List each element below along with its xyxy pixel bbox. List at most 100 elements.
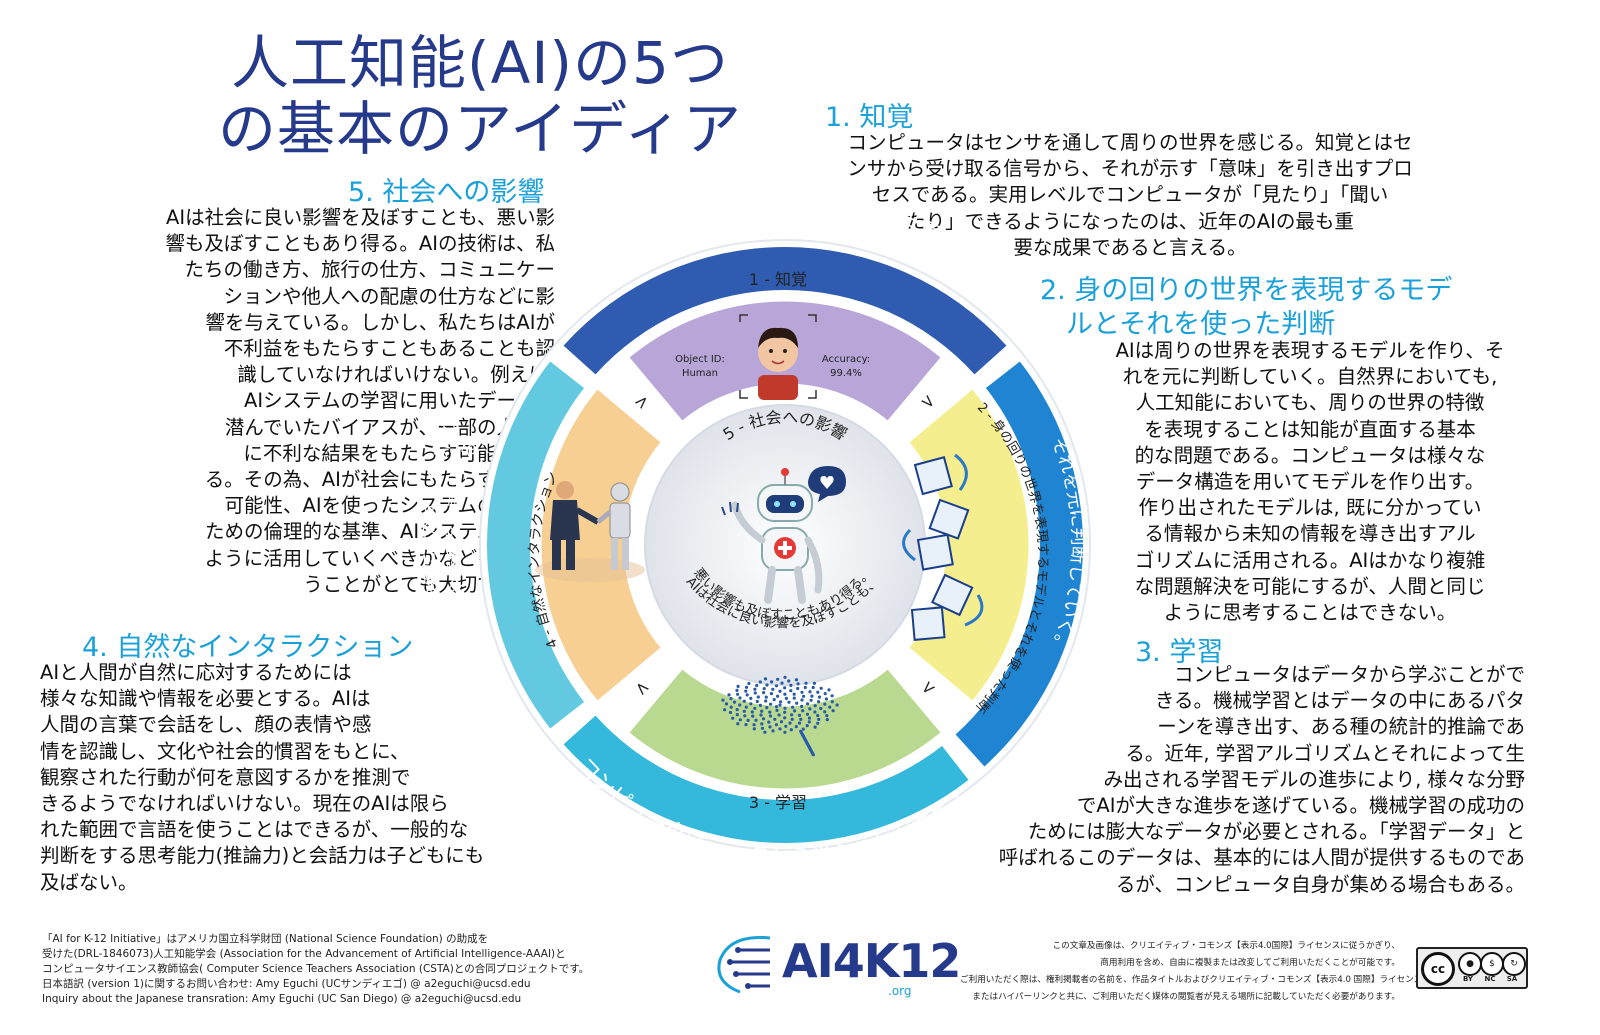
section-2-line: を表現することは知能が直面する基本 (1144, 417, 1476, 441)
inner-label-perception: 1 - 知覚 (749, 270, 807, 289)
section-1-heading: 1. 知覚 (825, 102, 914, 133)
section-4-line: 情を認識し、文化や社会的慣習をもとに、 (40, 739, 410, 763)
section-3-heading: 3. 学習 (1135, 637, 1224, 668)
accuracy-label: Accuracy: (822, 354, 870, 365)
footnote-line: 受けた(DRL-1846073)人工知能学会 (Association for … (42, 948, 566, 960)
section-5-line: AIシステムの学習に用いたデータに (243, 389, 555, 413)
license-line: またはハイパーリンクと共に、ご利用いただく媒体の閲覧者が見える場所に記載していた… (972, 992, 1400, 1002)
section-4-text: AIと人間が自然に応対するためには様々な知識や情報を必要とする。AIは人間の言葉… (40, 660, 600, 896)
section-1-line: たり」できるようになったのは、近年のAIの最も重 (906, 209, 1354, 233)
section-2-text: AIは周りの世界を表現するモデルを作り、それを元に判断していく。自然界においても… (1085, 338, 1535, 626)
section-1-line: セスである。実用レベルでコンピュータが「見たり」「聞い (871, 183, 1389, 207)
section-2-line: 的な問題である。コンピュータは様々な (1134, 443, 1486, 467)
section-3-line: コンピュータはデータから学ぶことがで (1173, 663, 1525, 686)
section-5-line: たちの働き方、旅行の仕方、コミュニケー (184, 258, 555, 282)
outer-segment-learning (563, 715, 969, 843)
object-id-label: Object ID: (675, 354, 725, 365)
cc-icon: cc (1421, 952, 1455, 986)
outer-segment-interaction (487, 361, 585, 729)
section-1-text: コンピュータはセンサを通して周りの世界を感じる。知覚とはセンサから受け取る信号か… (810, 130, 1450, 261)
handshake-illustration (535, 481, 645, 582)
robot-head-icon (610, 482, 630, 502)
section-4-line: AIと人間が自然に応対するためには (40, 661, 352, 684)
credits-footnote: 「AI for K-12 Initiative」はアメリカ国立科学財団 (Nat… (42, 932, 602, 1007)
curved-arrow-icon (902, 528, 916, 562)
section-4-line: 観察された行動が何を意図するかを推測で (40, 765, 411, 789)
robot-illustration (721, 466, 846, 604)
section-5-line: 響を与えている。しかし、私たちはAIが (205, 310, 555, 334)
curved-arrow-icon (954, 453, 968, 491)
section-5-line: る。その為、AIが社会にもたらす影響の (204, 468, 555, 492)
outer-segment-perception (563, 247, 1007, 375)
section-3-line: る。近年, 学習アルゴリズムとそれによって生 (1125, 741, 1525, 765)
section-4-line: きるようでなければいけない。現在のAIは限ら (40, 792, 449, 816)
section-5-line: 不利益をもたらすこともあることも認 (223, 337, 555, 361)
sa-icon: ↻ (1502, 952, 1526, 976)
section-1-line: ンサから受け取る信号から、それが示す「意味」を引き出すプロ (847, 157, 1413, 181)
by-icon: ● (1458, 952, 1482, 976)
section-2-heading-line-2: ルとそれを使った判断 (1066, 309, 1336, 340)
human-body-icon (550, 500, 580, 540)
section-2-line: 作り出されたモデルは, 既に分かってい (1138, 496, 1482, 520)
section-5-line: に不利な結果をもたらす可能性があ (243, 441, 555, 465)
section-5-heading: 5. 社会への影響 (348, 177, 545, 208)
cc-license-badge[interactable]: cc ● $ ↻ BY NC SA (1416, 947, 1528, 989)
logo-name: AI4K12 (782, 934, 961, 988)
section-4-line: れた範囲で言語を使うことはできるが、一般的な (40, 818, 469, 842)
section-3-line: み出される学習モデルの進歩により, 様々な分野 (1103, 767, 1525, 791)
section-2-line: ゴリズムに活用される。AIはかなり複雑 (1134, 548, 1486, 572)
page-title: 人工知能(AI)の5つ の基本のアイディア (180, 30, 780, 162)
section-3-line: るが、コンピュータ自身が集める場合もある。 (1115, 872, 1525, 896)
brain-dots-illustration (721, 675, 839, 757)
person-shirt-icon (758, 375, 798, 400)
section-3-text: コンピュータはデータから学ぶことができる。機械学習とはデータの中にあるパターンを… (940, 662, 1525, 898)
section-5-line: 響も及ぼすこともあり得る。AIの技術は、私 (165, 232, 555, 256)
quadrant-interaction (538, 385, 665, 705)
ai4k12-logo: AI4K12 .org (700, 930, 961, 1000)
section-4-line: 及ばない。 (40, 870, 138, 894)
section-5-line: 可能性、AIを使ったシステムの開発の (224, 494, 555, 518)
section-3-line: きる。機械学習とはデータの中にあるパタ (1154, 689, 1525, 713)
section-2-line: な問題解決を可能にするが、人間と同じ (1134, 574, 1486, 598)
chevron-arrow-icon: > (914, 674, 943, 703)
title-line-1: 人工知能(AI)の5つ (231, 29, 729, 97)
title-line-2: の基本のアイディア (217, 95, 743, 163)
heart-icon (820, 476, 834, 489)
nc-icon: $ (1480, 952, 1504, 976)
section-3-line: 呼ばれるこのデータは、基本的には人間が提供するものであ (998, 846, 1525, 870)
detection-frame-icon (739, 314, 817, 399)
section-2-line: ように思考することはできない。 (1163, 601, 1457, 625)
person-hair-icon (758, 327, 798, 348)
section-5-line: 潜んでいたバイアスが、一部の人たち (224, 415, 555, 439)
sa-label: SA (1506, 975, 1518, 983)
section-4-line: 判断をする思考能力(推論力)と会話力は子どもにも (40, 844, 485, 868)
section-2-line: れを元に判断していく。自然界においても, (1122, 365, 1498, 389)
cubes-model-illustration (902, 453, 984, 641)
license-line: この文章及画像は、クリエイティブ・コモンズ【表示4.0国際】ライセンスに従うかぎ… (1052, 941, 1400, 951)
section-5-text: AIは社会に良い影響を及ぼすことも、悪い影響も及ぼすこともあり得る。AIの技術は… (30, 205, 555, 598)
inner-label-learning: 3 - 学習 (749, 793, 807, 812)
section-2-line: 人工知能においても、周りの世界の特徴 (1135, 391, 1485, 415)
section-1-line: コンピュータはセンサを通して周りの世界を感じる。知覚とはセ (847, 131, 1413, 154)
section-1-line: 要な成果であると言える。 (1013, 235, 1247, 259)
human-head-icon (556, 481, 574, 499)
license-line: ご利用いただく際は、権利掲載者の名前を、作品タイトルおよびクリエイティブ・コモン… (960, 975, 1474, 985)
face-detection-illustration: Object ID: Human Accuracy: 99.4% (675, 314, 870, 400)
section-3-line: ーンを導き出す、ある種の統計的推論であ (1157, 715, 1525, 739)
section-3-line: ためには膨大なデータが必要とされる。「学習データ」と (1027, 820, 1525, 844)
curved-arrow-icon (964, 594, 984, 627)
cycle-arrows: >>>> (627, 387, 943, 703)
footnote-line: Inquiry about the Japanese transration: … (42, 993, 522, 1005)
section-4-line: 人間の言葉で会話をし、顔の表情や感 (40, 713, 372, 737)
license-line: 商用利用を含め、自由に複製または改変してご利用いただくことが可能です。 (1100, 958, 1400, 968)
footnote-line: 「AI for K-12 Initiative」はアメリカ国立科学財団 (Nat… (42, 933, 489, 945)
section-5-line: 識していなければいけない。例えば, (237, 363, 555, 387)
chevron-arrow-icon: > (914, 387, 943, 416)
outer-ring (487, 247, 1083, 843)
object-id-value: Human (682, 368, 718, 379)
accuracy-value: 99.4% (830, 368, 862, 379)
section-5-line: ように活用していくべきかなどを話し合 (204, 546, 555, 570)
robot-body-icon (609, 502, 631, 539)
section-2-line: データ構造を用いてモデルを作り出す。 (1135, 470, 1485, 494)
